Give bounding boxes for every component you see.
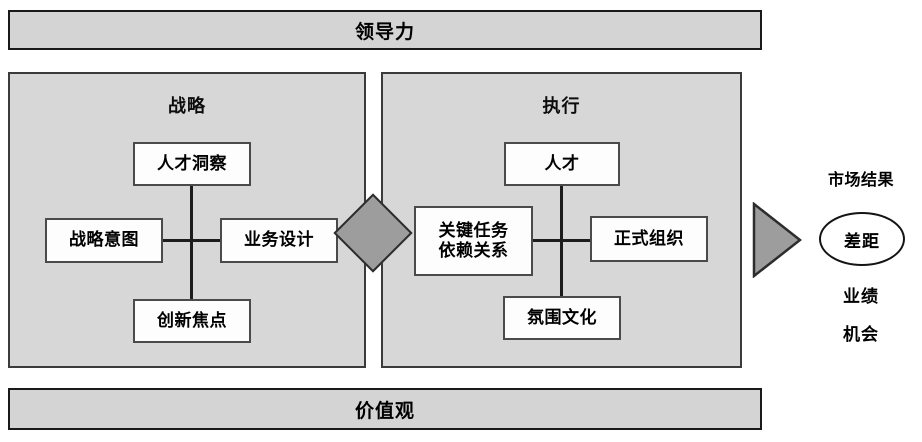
node-talent-insight[interactable]: 人才洞察 [133,142,251,186]
label-performance: 业绩 [843,287,879,307]
node-talent[interactable]: 人才 [504,142,620,186]
banner-values: 价值观 [8,388,762,430]
label-opportunity: 机会 [843,325,879,345]
connector-strategy-horizontal [161,239,222,242]
ellipse-gap[interactable]: 差距 [819,212,905,266]
panel-execution-title: 执行 [542,96,581,117]
connector-strategy-vertical [190,184,193,301]
arrow-right-icon [752,202,802,278]
node-business-design[interactable]: 业务设计 [220,218,338,263]
market-results-group: 市场结果 差距 业绩 机会 [806,162,916,354]
banner-leadership: 领导力 [8,10,762,50]
node-culture-atmosphere[interactable]: 氛围文化 [503,296,621,340]
node-key-task-dependency[interactable]: 关键任务 依赖关系 [414,206,533,276]
connector-execution-horizontal [531,239,592,242]
node-key-task-line2: 依赖关系 [438,241,509,261]
node-strategic-intent[interactable]: 战略意图 [45,218,163,263]
node-key-task-line1: 关键任务 [438,220,509,241]
node-formal-organization[interactable]: 正式组织 [590,216,708,262]
panel-strategy-title: 战略 [168,96,206,117]
node-innovation-focus[interactable]: 创新焦点 [133,299,251,343]
label-market-results: 市场结果 [827,170,894,189]
